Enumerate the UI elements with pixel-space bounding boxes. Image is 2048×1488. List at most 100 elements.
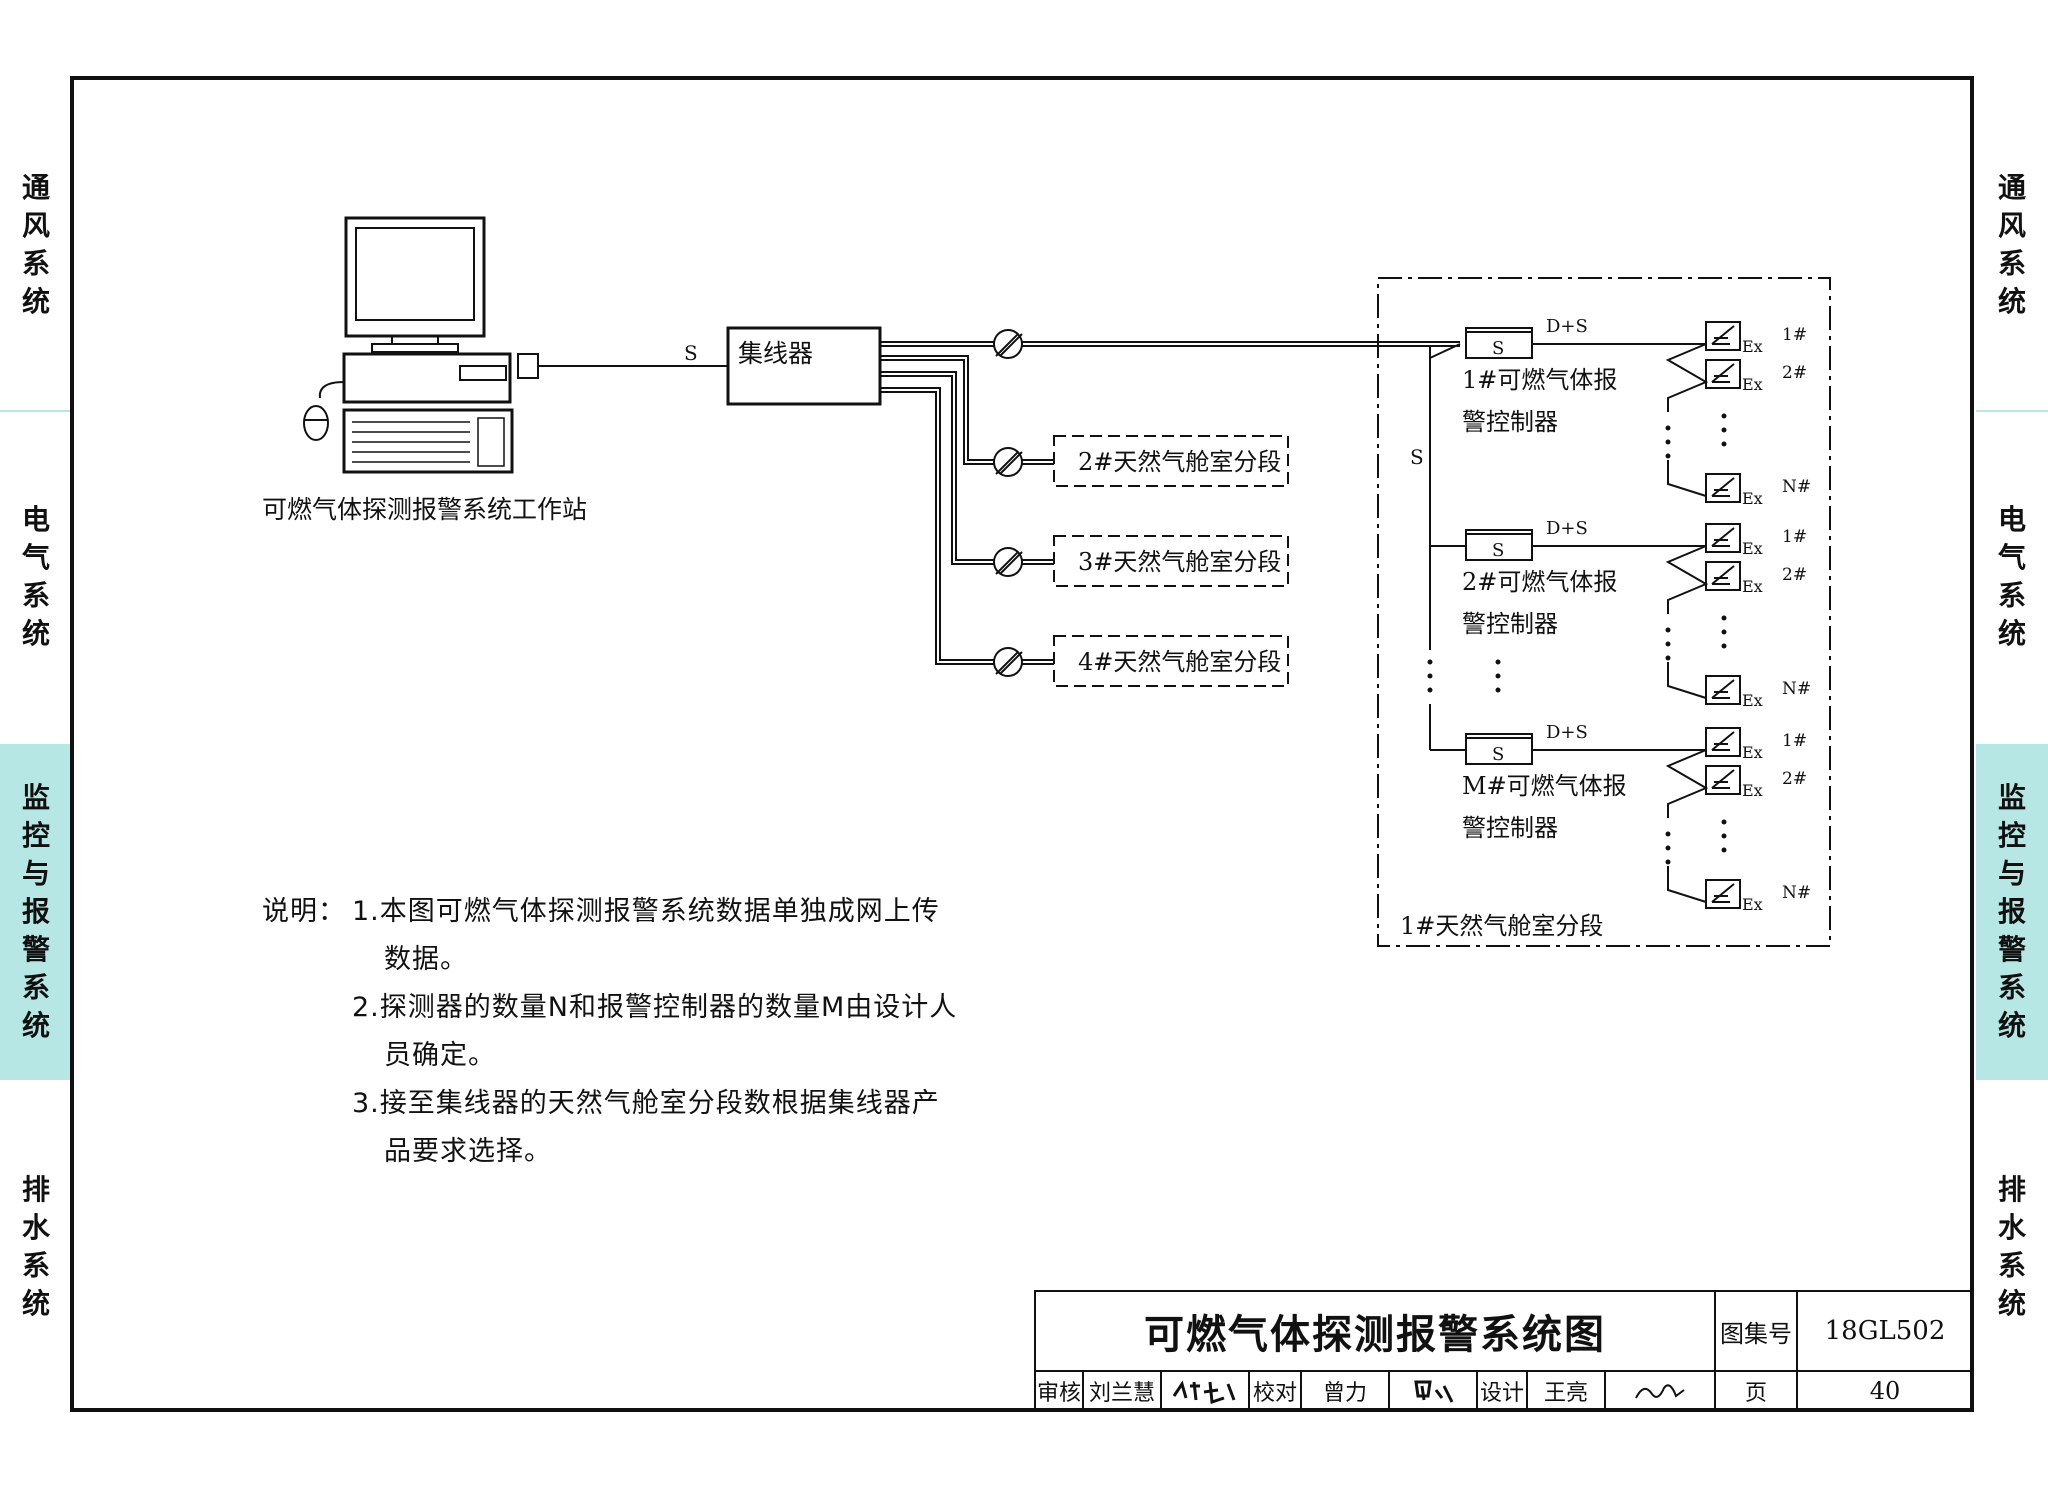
alarm-controller: S	[1465, 733, 1533, 765]
controller-label: 2#可燃气体报	[1462, 568, 1617, 596]
side-tab-electrical[interactable]: 电气系统	[0, 412, 72, 742]
detector-ex-label: Ex	[1742, 691, 1763, 710]
gas-detector-icon: Ex 2#	[1705, 359, 1807, 394]
side-tab-drainage[interactable]: 排水系统	[0, 1082, 72, 1412]
hub-label: 集线器	[738, 339, 813, 368]
side-tab-label: 监控与报警系统	[21, 781, 50, 1042]
detector-number: 1#	[1782, 527, 1807, 547]
gas-detector-icon: Ex 2#	[1705, 561, 1807, 596]
notes-label: 说明：	[262, 896, 346, 927]
tab-divider	[1976, 410, 2048, 412]
note-line: 员确定。	[384, 1040, 496, 1071]
segment-box	[1053, 435, 1289, 487]
side-tab-label: 排水系统	[21, 1173, 50, 1320]
fiber-connector-icon	[993, 547, 1023, 577]
zone-label: 1#天然气舱室分段	[1400, 912, 1603, 940]
segment-label: 4#天然气舱室分段	[1078, 648, 1281, 676]
detector-ex-label: Ex	[1742, 781, 1763, 800]
side-tab-drainage-right[interactable]: 排水系统	[1976, 1082, 2048, 1412]
gas-detector-icon: ExN#	[1705, 473, 1811, 508]
side-tab-ventilation[interactable]: 通风系统	[0, 80, 72, 410]
drawing-title: 可燃气体探测报警系统图	[1034, 1290, 1716, 1372]
detector-ex-label: Ex	[1742, 743, 1763, 762]
side-tab-monitoring[interactable]: 监控与报警系统	[0, 744, 72, 1080]
side-tab-label: 排水系统	[1997, 1173, 2026, 1320]
checker-name: 曾力	[1300, 1370, 1390, 1412]
detector-ex-label: Ex	[1742, 577, 1763, 596]
controller-signal-label: S	[1492, 540, 1504, 561]
ds-signal-label: D+S	[1546, 316, 1588, 337]
controller-label: 警控制器	[1462, 408, 1558, 436]
detector-ex-label: Ex	[1742, 375, 1763, 394]
designer-signature	[1604, 1370, 1716, 1412]
note-line: 品要求选择。	[384, 1136, 552, 1167]
detector-wiring	[1667, 460, 1707, 497]
note-line: 2.探测器的数量N和报警控制器的数量M由设计人	[352, 992, 958, 1023]
detector-wiring	[1667, 662, 1707, 699]
computer-case-icon	[342, 352, 539, 404]
detector-number: N#	[1782, 679, 1811, 699]
detector-wiring	[1665, 749, 1709, 818]
detector-number: 2#	[1782, 565, 1807, 585]
mouse-icon	[303, 381, 345, 441]
designer-name: 王亮	[1526, 1370, 1606, 1412]
fiber-connector-icon	[993, 647, 1023, 677]
controller-signal-label: S	[1492, 744, 1504, 765]
ds-signal-label: D+S	[1546, 518, 1588, 539]
bus-signal-label: S	[1410, 445, 1424, 469]
atlas-number: 18GL502	[1796, 1290, 1974, 1372]
keyboard-icon	[342, 408, 514, 474]
review-label: 审核	[1034, 1370, 1084, 1412]
side-tab-label: 通风系统	[21, 171, 50, 318]
reviewer-name: 刘兰慧	[1082, 1370, 1162, 1412]
side-tab-label: 电气系统	[1997, 503, 2026, 650]
detector-ex-label: Ex	[1742, 337, 1763, 356]
detector-wiring	[1667, 866, 1707, 903]
notes: 说明： 1.本图可燃气体探测报警系统数据单独成网上传 数据。 2.探测器的数量N…	[262, 888, 1072, 1176]
controller-signal-label: S	[1492, 338, 1504, 359]
gas-detector-icon: Ex 2#	[1705, 765, 1807, 800]
note-line: 数据。	[384, 944, 468, 975]
segment-box	[1053, 635, 1289, 687]
gas-detector-icon: Ex 1#	[1705, 523, 1807, 558]
side-tab-electrical-right[interactable]: 电气系统	[1976, 412, 2048, 742]
side-tab-label: 通风系统	[1997, 171, 2026, 318]
checker-signature	[1388, 1370, 1478, 1412]
page-number: 40	[1796, 1370, 1974, 1412]
segment-label: 3#天然气舱室分段	[1078, 548, 1281, 576]
computer-monitor-icon	[344, 216, 486, 353]
atlas-label: 图集号	[1714, 1290, 1798, 1372]
controller-label: 警控制器	[1462, 610, 1558, 638]
tab-divider	[0, 410, 72, 412]
segment-label: 2#天然气舱室分段	[1078, 448, 1281, 476]
controller-label: 警控制器	[1462, 814, 1558, 842]
title-block: 可燃气体探测报警系统图 图集号 18GL502 审核 刘兰慧 校对 曾力 设计 …	[1034, 1290, 1974, 1412]
detector-ex-label: Ex	[1742, 539, 1763, 558]
page-label: 页	[1714, 1370, 1798, 1412]
side-tab-label: 电气系统	[21, 503, 50, 650]
side-tab-monitoring-right[interactable]: 监控与报警系统	[1976, 744, 2048, 1080]
side-tab-ventilation-right[interactable]: 通风系统	[1976, 80, 2048, 410]
fiber-connector-icon	[993, 329, 1023, 359]
segment-box	[1053, 535, 1289, 587]
controller-label: 1#可燃气体报	[1462, 366, 1617, 394]
detector-number: 1#	[1782, 325, 1807, 345]
note-line: 1.本图可燃气体探测报警系统数据单独成网上传	[352, 896, 940, 927]
side-tab-label: 监控与报警系统	[1997, 781, 2026, 1042]
bus-continuation-dots	[1427, 659, 1501, 693]
detector-number: 2#	[1782, 363, 1807, 383]
alarm-controller: S	[1465, 327, 1533, 359]
detector-wiring	[1665, 343, 1709, 412]
detector-wiring	[1665, 545, 1709, 614]
workstation-label: 可燃气体探测报警系统工作站	[262, 495, 587, 524]
ds-signal-label: D+S	[1546, 722, 1588, 743]
design-label: 设计	[1476, 1370, 1528, 1412]
check-label: 校对	[1248, 1370, 1302, 1412]
detector-ex-label: Ex	[1742, 895, 1763, 914]
detector-number: 1#	[1782, 731, 1807, 751]
gas-detector-icon: Ex 1#	[1705, 727, 1807, 762]
gas-detector-icon: ExN#	[1705, 879, 1811, 914]
detector-number: 2#	[1782, 769, 1807, 789]
drawing-frame	[70, 76, 1974, 1412]
gas-detector-icon: Ex N#	[1705, 675, 1811, 710]
